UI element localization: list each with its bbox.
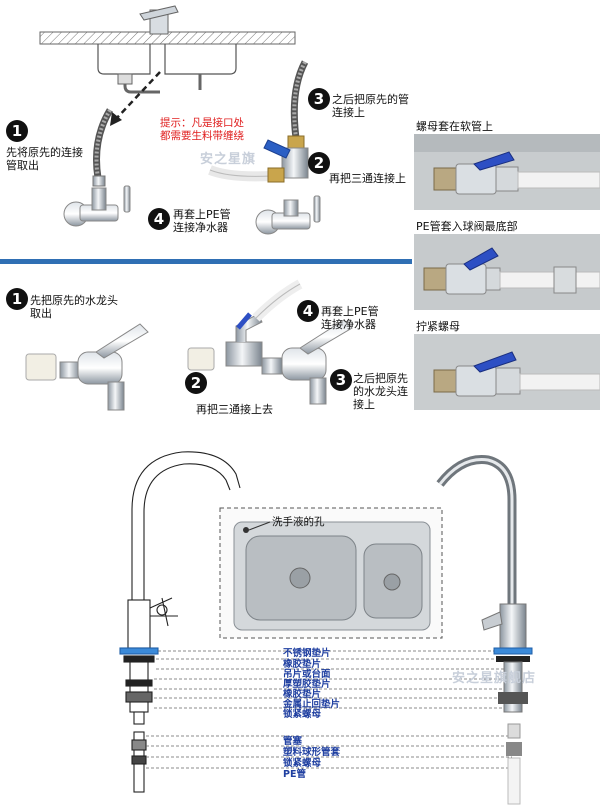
faucet-drawing-left xyxy=(119,451,241,793)
top-step2-caption: 再把三通连接上 xyxy=(329,172,406,185)
part-label-mounting-plate: 吊片或台面 xyxy=(283,669,331,680)
part-label-thick-plastic-washer: 厚塑胶垫片 xyxy=(283,679,331,690)
photo1-caption: 螺母套在软管上 xyxy=(416,120,493,133)
faucet-assembly-diagram xyxy=(119,451,533,805)
mid-step4-number: 4 xyxy=(297,300,319,322)
part-label-pipe-plug: 管塞 xyxy=(283,736,303,747)
part-label-rubber-washer-1: 橡胶垫片 xyxy=(283,659,322,670)
sink-hole-label: 洗手液的孔 xyxy=(272,516,325,528)
top-step3-caption: 之后把原先的管 连接上 xyxy=(332,93,409,119)
part-label-metal-check-washer: 金属止回垫片 xyxy=(283,699,341,710)
angle-valve-left xyxy=(63,108,131,227)
part-label-stainless-washer: 不锈钢垫片 xyxy=(283,648,331,659)
part-label-pe-tube: PE管 xyxy=(283,769,306,780)
mid-step4-caption: 再套上PE管 连接净水器 xyxy=(321,305,379,331)
mid-step1-caption: 先把原先的水龙头 取出 xyxy=(30,294,118,320)
tip-warning-text: 提示：凡是接口处 都需要生料带缠绕 xyxy=(160,117,244,142)
countertop-section xyxy=(39,5,296,94)
part-label-lock-nut-1: 锁紧螺母 xyxy=(283,709,322,720)
mid-step2-caption: 再把三通接上去 xyxy=(196,403,273,416)
part-label-rubber-washer-2: 橡胶垫片 xyxy=(283,689,322,700)
photo3-caption: 拧紧螺母 xyxy=(416,320,460,333)
mid-step3-number: 3 xyxy=(330,369,352,391)
double-sink-illustration xyxy=(219,507,443,639)
section-divider xyxy=(0,259,412,264)
angle-valve-right xyxy=(208,60,321,235)
dashed-arrow-icon xyxy=(110,71,161,126)
part-label-lock-nut-2: 锁紧螺母 xyxy=(283,758,322,769)
mid-step3-caption: 之后把原先 的水龙头连 接上 xyxy=(353,372,408,411)
top-watermark: 安之星旗 xyxy=(200,152,257,167)
ball-valve-photo-2 xyxy=(414,234,600,310)
top-installation-diagram xyxy=(39,5,321,235)
top-step4-number: 4 xyxy=(148,208,170,230)
top-step2-number: 2 xyxy=(308,152,330,174)
faucet-photo-right xyxy=(436,455,533,805)
part-leader-lines xyxy=(146,650,512,769)
top-step4-caption: 再套上PE管 连接净水器 xyxy=(173,208,231,234)
ball-valve-photo-3 xyxy=(414,334,600,410)
faucet-tee-diagram xyxy=(25,279,353,411)
top-step3-number: 3 xyxy=(308,88,330,110)
mid-step2-number: 2 xyxy=(185,372,207,394)
ball-valve-photo-1 xyxy=(414,134,600,210)
part-label-ball-sleeve: 塑料球形管套 xyxy=(283,747,341,758)
tee-connector xyxy=(187,279,303,371)
wall-tap-right xyxy=(261,319,353,405)
top-step1-number: 1 xyxy=(6,120,28,142)
mid-step1-number: 1 xyxy=(6,288,28,310)
wall-tap-left xyxy=(25,323,149,411)
bottom-watermark: 安之星旗舰店 xyxy=(452,671,537,686)
top-step1-caption: 先将原先的连接 管取出 xyxy=(6,146,83,172)
photo2-caption: PE管套入球阀最底部 xyxy=(416,220,518,233)
